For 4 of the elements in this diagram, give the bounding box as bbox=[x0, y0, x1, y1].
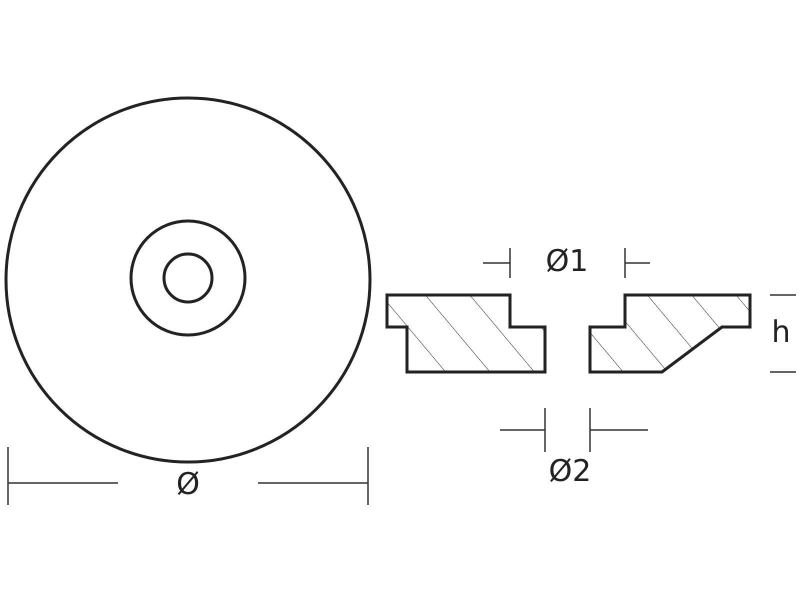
dimension-label: Ø1 bbox=[546, 247, 588, 277]
dimension-label: Ø2 bbox=[548, 457, 592, 487]
dimension-label: h bbox=[772, 318, 790, 348]
dimension-label: Ø bbox=[176, 470, 200, 500]
